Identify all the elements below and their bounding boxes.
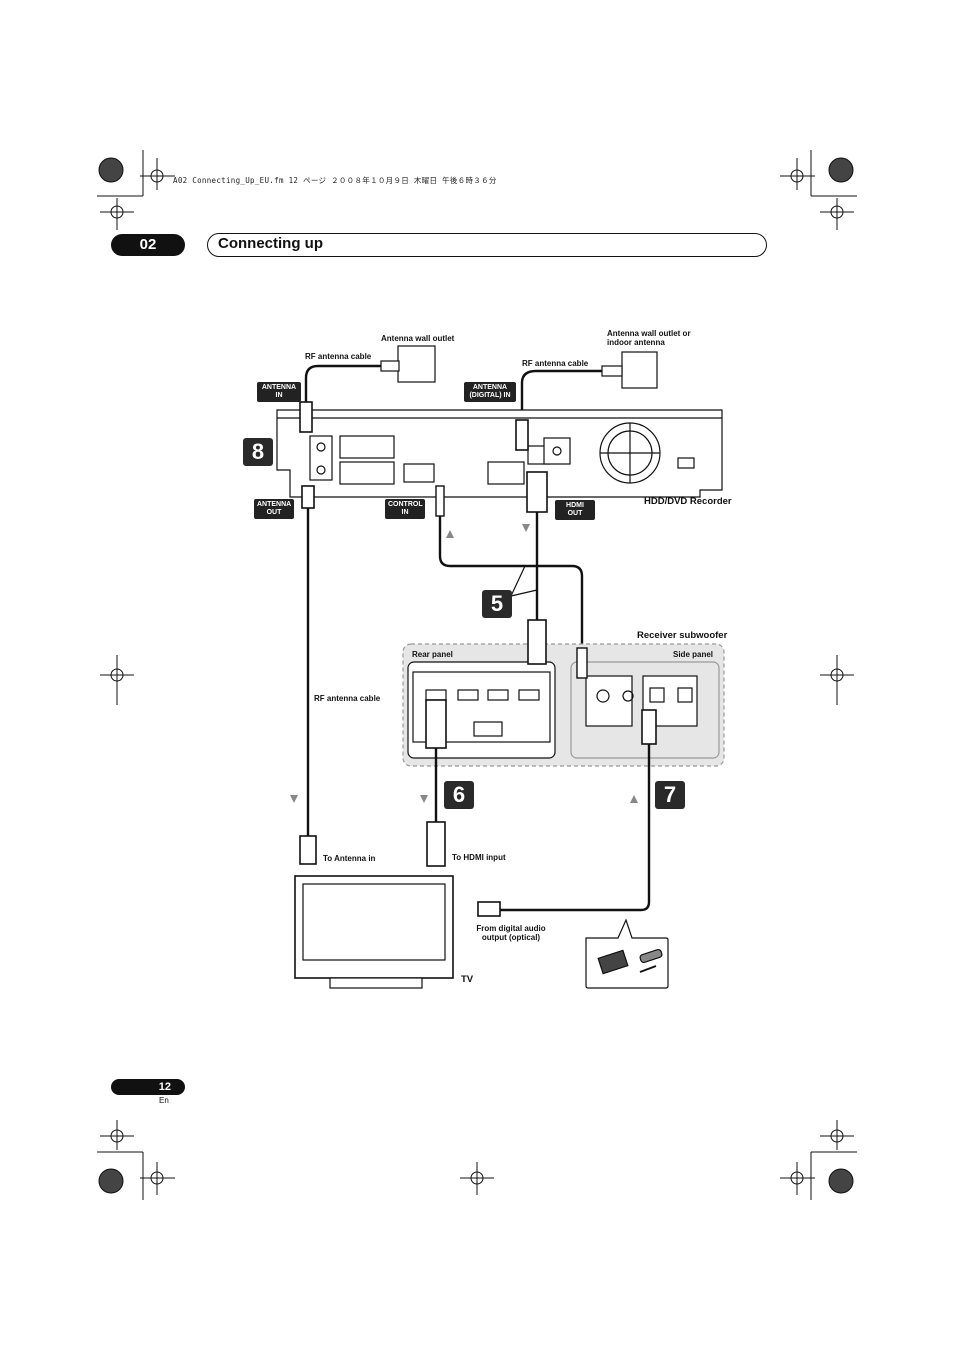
- page-number: 12: [111, 1079, 185, 1095]
- label-rf-cable-top-right: RF antenna cable: [522, 359, 589, 368]
- label-rf-cable-top-left: RF antenna cable: [305, 352, 372, 361]
- label-tv: TV: [461, 974, 474, 985]
- label-receiver: Receiver subwoofer: [637, 630, 728, 641]
- label-to-hdmi-input: To HDMI input: [452, 853, 506, 862]
- label-from-digital-audio: From digital audio output (optical): [476, 924, 546, 942]
- tag-antenna-out: ANTENNA OUT: [254, 499, 294, 519]
- label-antenna-wall-outlet-or-indoor: Antenna wall outlet or indoor antenna: [607, 329, 691, 347]
- print-header: A02 Connecting_Up_EU.fm 12 ページ ２００８年１０月９…: [173, 176, 497, 185]
- chapter-number: 02: [111, 234, 185, 256]
- label-recorder: HDD/DVD Recorder: [644, 496, 732, 507]
- step-6-badge: 6: [444, 781, 474, 809]
- page-language: En: [159, 1096, 169, 1105]
- step-5-badge: 5: [482, 590, 512, 618]
- chapter-bar: [207, 233, 767, 257]
- step-8-badge: 8: [243, 438, 273, 466]
- step-7-badge: 7: [655, 781, 685, 809]
- tag-hdmi-out: HDMI OUT: [555, 500, 595, 520]
- tag-antenna-in: ANTENNA IN: [257, 382, 301, 402]
- label-rf-cable-mid: RF antenna cable: [314, 694, 381, 703]
- label-antenna-wall-outlet: Antenna wall outlet: [381, 334, 455, 343]
- tag-antenna-digital-in: ANTENNA (DIGITAL) IN: [464, 382, 516, 402]
- label-rear-panel: Rear panel: [412, 650, 453, 659]
- label-to-antenna-in: To Antenna in: [323, 854, 376, 863]
- label-side-panel: Side panel: [673, 650, 714, 659]
- tag-control-in: CONTROL IN: [385, 499, 425, 519]
- chapter-title: Connecting up: [218, 235, 323, 252]
